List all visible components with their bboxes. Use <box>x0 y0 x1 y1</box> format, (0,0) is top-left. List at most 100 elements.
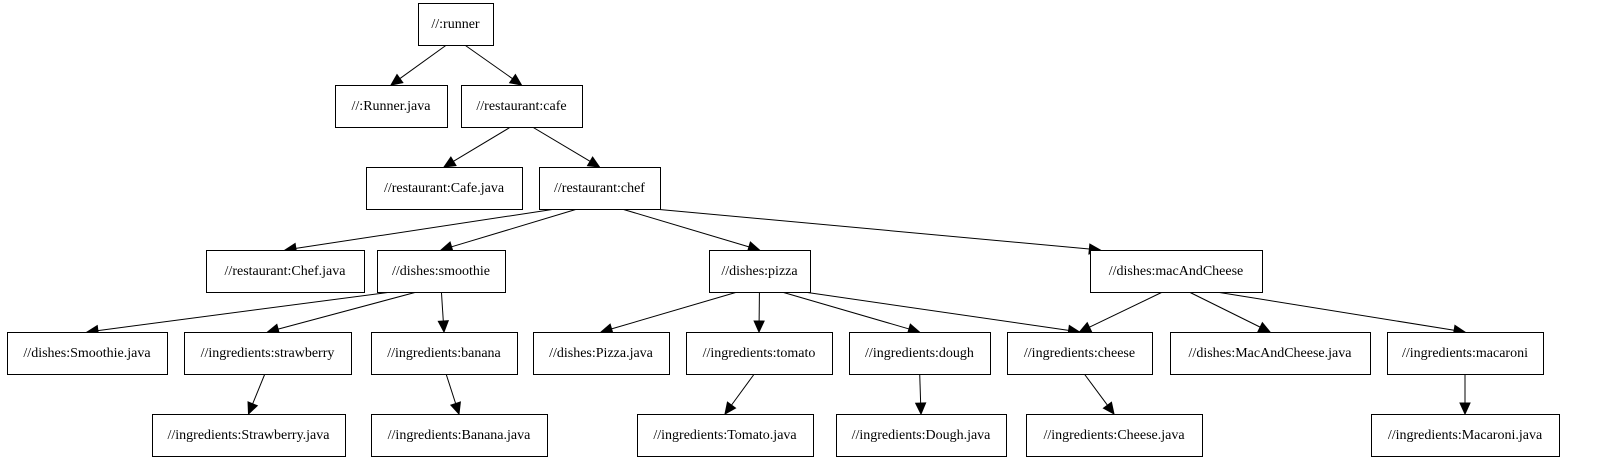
graph-node-macaroni_java[interactable]: //ingredients:Macaroni.java <box>1371 414 1560 457</box>
node-label: //ingredients:tomato <box>703 346 816 361</box>
node-label: //restaurant:Chef.java <box>225 264 347 279</box>
node-box <box>1371 414 1560 457</box>
edge-arrowhead <box>1459 402 1471 416</box>
graph-node-dishes_smoothie[interactable]: //dishes:smoothie <box>377 250 506 293</box>
edge-arrowhead <box>247 401 259 416</box>
graph-node-banana_java[interactable]: //ingredients:Banana.java <box>371 414 548 457</box>
graph-node-cafe_java[interactable]: //restaurant:Cafe.java <box>366 167 523 210</box>
edge-arrowhead <box>390 73 404 86</box>
graph-edge-ing_cheese-to-cheese_java <box>1083 373 1115 415</box>
graph-node-runner[interactable]: //:runner <box>418 3 494 46</box>
graph-node-dough_java[interactable]: //ingredients:Dough.java <box>836 414 1007 457</box>
edge-line <box>611 291 738 330</box>
node-box <box>371 414 548 457</box>
graph-edge-ing_strawberry-to-strawberry_java <box>247 373 266 416</box>
node-label: //dishes:Smoothie.java <box>23 346 151 361</box>
graph-node-cheese_java[interactable]: //ingredients:Cheese.java <box>1026 414 1203 457</box>
graph-node-pizza_java[interactable]: //dishes:Pizza.java <box>533 332 670 375</box>
edge-line <box>97 291 392 332</box>
graph-node-tomato_java[interactable]: //ingredients:Tomato.java <box>637 414 814 457</box>
edge-line <box>399 44 447 79</box>
node-box <box>152 414 346 457</box>
graph-node-strawberry_java[interactable]: //ingredients:Strawberry.java <box>152 414 346 457</box>
edge-line <box>295 208 556 249</box>
node-label: //ingredients:banana <box>387 346 501 361</box>
node-box <box>709 250 811 293</box>
edge-arrowhead <box>1078 321 1093 333</box>
edge-line <box>1089 291 1163 328</box>
node-label: //ingredients:Tomato.java <box>653 428 797 443</box>
edge-line <box>445 373 457 404</box>
node-label: //restaurant:cafe <box>476 99 566 114</box>
graph-edge-ing_macaroni-to-macaroni_java <box>1459 374 1471 416</box>
node-label: //restaurant:Cafe.java <box>384 181 505 196</box>
node-label: //:runner <box>431 17 480 32</box>
graph-node-runner_java[interactable]: //:Runner.java <box>335 85 448 128</box>
edge-arrowhead <box>724 401 737 415</box>
graph-edge-dishes_smoothie-to-ing_strawberry <box>266 291 417 335</box>
graph-edge-restaurant_chef-to-dishes_pizza <box>621 208 761 253</box>
node-box <box>461 85 583 128</box>
graph-edge-restaurant_chef-to-dishes_smoothie <box>439 208 578 253</box>
node-label: //ingredients:Banana.java <box>388 428 531 443</box>
graph-node-ing_banana[interactable]: //ingredients:banana <box>371 332 518 375</box>
graph-edge-restaurant_chef-to-chef_java <box>283 208 556 254</box>
node-label: //ingredients:strawberry <box>201 346 335 361</box>
edge-arrowhead <box>753 320 765 334</box>
edge-line <box>1188 291 1261 328</box>
graph-node-chef_java[interactable]: //restaurant:Chef.java <box>206 250 365 293</box>
edge-line <box>252 373 266 405</box>
edge-line <box>277 291 417 330</box>
graph-edge-dishes_pizza-to-pizza_java <box>599 291 738 335</box>
graph-edge-restaurant_cafe-to-cafe_java <box>442 126 511 168</box>
graph-node-ing_strawberry[interactable]: //ingredients:strawberry <box>184 332 352 375</box>
node-label: //:Runner.java <box>352 99 432 114</box>
node-box <box>1026 414 1203 457</box>
node-box <box>637 414 814 457</box>
node-box <box>377 250 506 293</box>
node-label: //dishes:macAndCheese <box>1109 264 1244 279</box>
graph-edge-runner-to-restaurant_cafe <box>464 44 523 86</box>
graph-node-smoothie_java[interactable]: //dishes:Smoothie.java <box>7 332 168 375</box>
edge-line <box>440 291 444 322</box>
node-box <box>849 332 991 375</box>
node-box <box>366 167 523 210</box>
edge-arrowhead <box>1257 321 1272 333</box>
graph-node-ing_tomato[interactable]: //ingredients:tomato <box>686 332 833 375</box>
edge-arrowhead <box>586 156 601 168</box>
edge-line <box>731 373 755 406</box>
graph-edge-dishes_macandcheese-to-macandcheese_java <box>1188 291 1272 333</box>
graph-node-restaurant_chef[interactable]: //restaurant:chef <box>539 167 661 210</box>
edge-line <box>1083 373 1108 406</box>
edge-line <box>919 373 922 404</box>
edge-line <box>781 291 910 330</box>
graph-node-restaurant_cafe[interactable]: //restaurant:cafe <box>461 85 583 128</box>
node-box <box>533 332 670 375</box>
node-label: //ingredients:dough <box>865 346 974 361</box>
node-box <box>1387 332 1544 375</box>
node-label: //ingredients:cheese <box>1024 346 1135 361</box>
graph-edge-dishes_pizza-to-ing_cheese <box>803 291 1081 337</box>
graph-node-ing_macaroni[interactable]: //ingredients:macaroni <box>1387 332 1544 375</box>
edge-arrowhead <box>449 401 461 416</box>
edge-line <box>451 208 578 248</box>
graph-edge-ing_tomato-to-tomato_java <box>724 373 755 415</box>
graph-edge-dishes_smoothie-to-ing_banana <box>437 291 450 334</box>
nodes-layer: //:runner //:Runner.java //restaurant:cafe… <box>7 3 1560 457</box>
edge-line <box>1216 291 1455 331</box>
graph-node-dishes_macandcheese[interactable]: //dishes:macAndCheese <box>1090 250 1263 293</box>
graph-node-dishes_pizza[interactable]: //dishes:pizza <box>709 250 811 293</box>
graph-edge-dishes_smoothie-to-smoothie_java <box>85 291 392 337</box>
node-box <box>7 332 168 375</box>
edge-line <box>621 208 750 248</box>
edge-line <box>453 126 511 162</box>
edge-arrowhead <box>508 73 523 86</box>
graph-node-macandcheese_java[interactable]: //dishes:MacAndCheese.java <box>1170 332 1371 375</box>
edge-line <box>803 291 1069 331</box>
graph-node-ing_dough[interactable]: //ingredients:dough <box>849 332 991 375</box>
node-box <box>418 3 494 46</box>
node-box <box>836 414 1007 457</box>
graph-node-ing_cheese[interactable]: //ingredients:cheese <box>1007 332 1153 375</box>
